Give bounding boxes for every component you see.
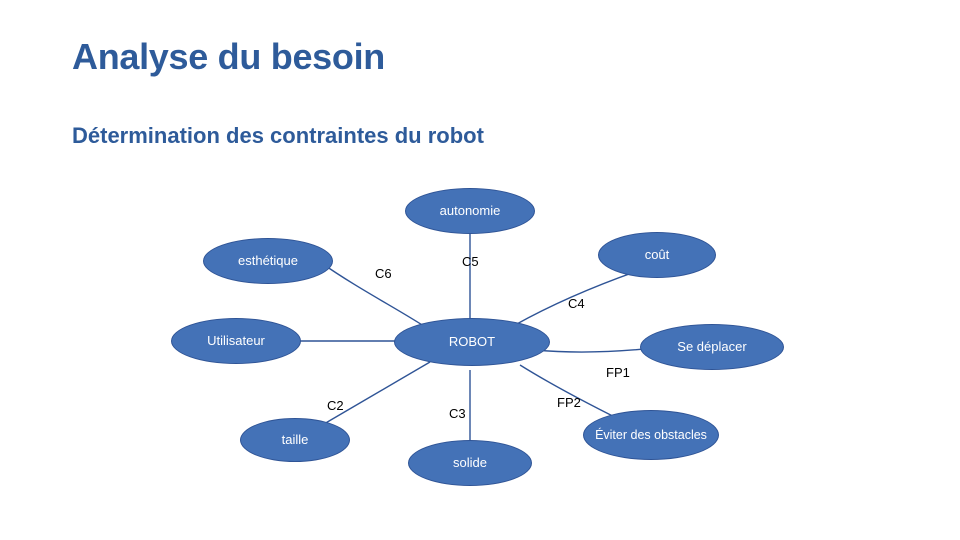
edge-label-text: FP1 (606, 365, 630, 380)
edge-label-text: C3 (449, 406, 466, 421)
edge-label-text: FP2 (557, 395, 581, 410)
edge-label-fp2: FP2 (557, 395, 581, 410)
page-subtitle: Détermination des contraintes du robot (72, 123, 484, 148)
diagram-container: autonomie esthétique coût Utilisateur RO… (0, 170, 960, 540)
node-label: taille (281, 431, 309, 447)
edge-label-text: C6 (375, 266, 392, 281)
node-utilisateur[interactable]: Utilisateur (171, 318, 301, 364)
node-label: esthétique (238, 252, 298, 268)
node-taille[interactable]: taille (240, 418, 350, 462)
edge-label-c3: C3 (449, 406, 466, 421)
node-eviter-obstacles[interactable]: Éviter des obstacles (583, 410, 719, 460)
page-title: Analyse du besoin (72, 36, 385, 77)
node-label: ROBOT (448, 333, 496, 349)
node-label: Utilisateur (207, 332, 265, 348)
edge-label-c4: C4 (568, 296, 585, 311)
node-cout[interactable]: coût (598, 232, 716, 278)
edge-label-text: C2 (327, 398, 344, 413)
node-esthetique[interactable]: esthétique (203, 238, 333, 284)
edge-label-fp1: FP1 (606, 365, 630, 380)
node-se-deplacer[interactable]: Se déplacer (640, 324, 784, 370)
edge-label-c5: C5 (462, 254, 479, 269)
node-label: solide (453, 454, 487, 470)
edge-label-c6: C6 (375, 266, 392, 281)
node-label: autonomie (439, 202, 501, 218)
node-solide[interactable]: solide (408, 440, 532, 486)
edge-label-c2: C2 (327, 398, 344, 413)
node-label: Se déplacer (677, 338, 747, 354)
node-robot[interactable]: ROBOT (394, 318, 550, 366)
node-autonomie[interactable]: autonomie (405, 188, 535, 234)
edge-label-text: C4 (568, 296, 585, 311)
edge-label-text: C5 (462, 254, 479, 269)
node-label: Éviter des obstacles (595, 427, 707, 442)
node-label: coût (644, 246, 670, 262)
